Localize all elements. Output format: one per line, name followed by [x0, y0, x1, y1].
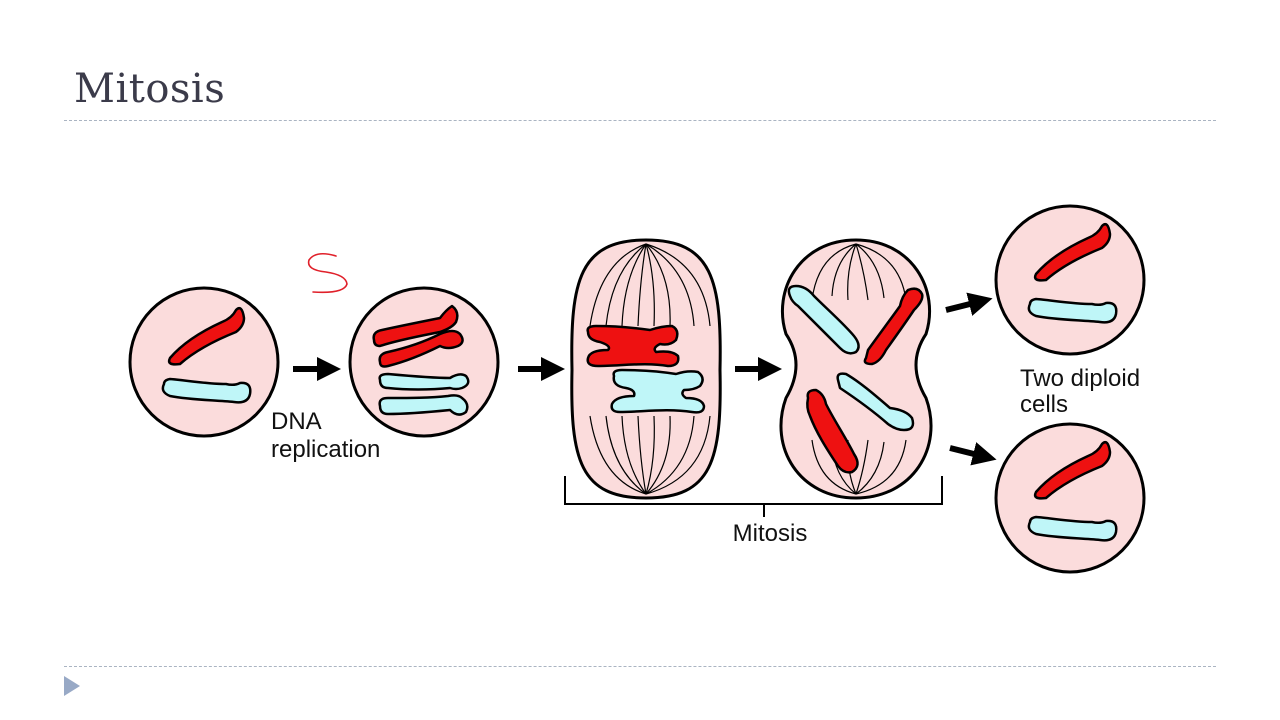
spindle-fibers	[811, 243, 907, 495]
red-chromosome	[806, 388, 859, 474]
red-sister-chromatid	[372, 304, 459, 348]
cell-1	[128, 286, 280, 438]
blue-chromosome-pair	[610, 368, 706, 414]
slide-title: Mitosis	[74, 66, 226, 112]
blue-sister-chromatid	[378, 394, 469, 416]
label-mitosis: Mitosis	[733, 520, 808, 547]
blue-chromosome	[787, 284, 860, 355]
blue-chromosome	[1027, 297, 1118, 324]
label-dna: DNA	[271, 408, 322, 435]
spindle-fibers	[589, 243, 711, 495]
red-chromosome	[1033, 223, 1112, 282]
footer-divider	[64, 666, 1216, 667]
handwritten-s-annotation	[307, 252, 348, 294]
blue-chromosome	[1027, 515, 1118, 542]
label-two-diploid: Two diploid	[1020, 365, 1140, 392]
cell-membrane	[570, 238, 722, 500]
red-chromosome	[1033, 441, 1112, 500]
label-replication: replication	[271, 436, 380, 463]
red-sister-chromatid	[378, 329, 464, 368]
arrow-up-right-icon	[945, 292, 993, 316]
blue-chromosome	[836, 372, 915, 432]
mitosis-bracket	[564, 476, 943, 517]
arrow-down-right-icon	[949, 442, 997, 466]
label-cells: cells	[1020, 391, 1068, 418]
red-chromosome	[863, 287, 924, 366]
daughter-cell-bottom	[994, 422, 1146, 574]
play-triangle-icon[interactable]	[64, 676, 80, 696]
cell-4-anaphase	[779, 238, 933, 500]
cell-3-metaphase	[570, 238, 722, 500]
blue-chromosome	[161, 377, 252, 404]
red-chromosome	[167, 307, 246, 366]
title-divider	[64, 120, 1216, 121]
daughter-cell-top	[994, 204, 1146, 356]
red-chromosome-pair	[586, 324, 680, 368]
cell-2	[348, 286, 500, 438]
blue-sister-chromatid	[378, 372, 470, 391]
